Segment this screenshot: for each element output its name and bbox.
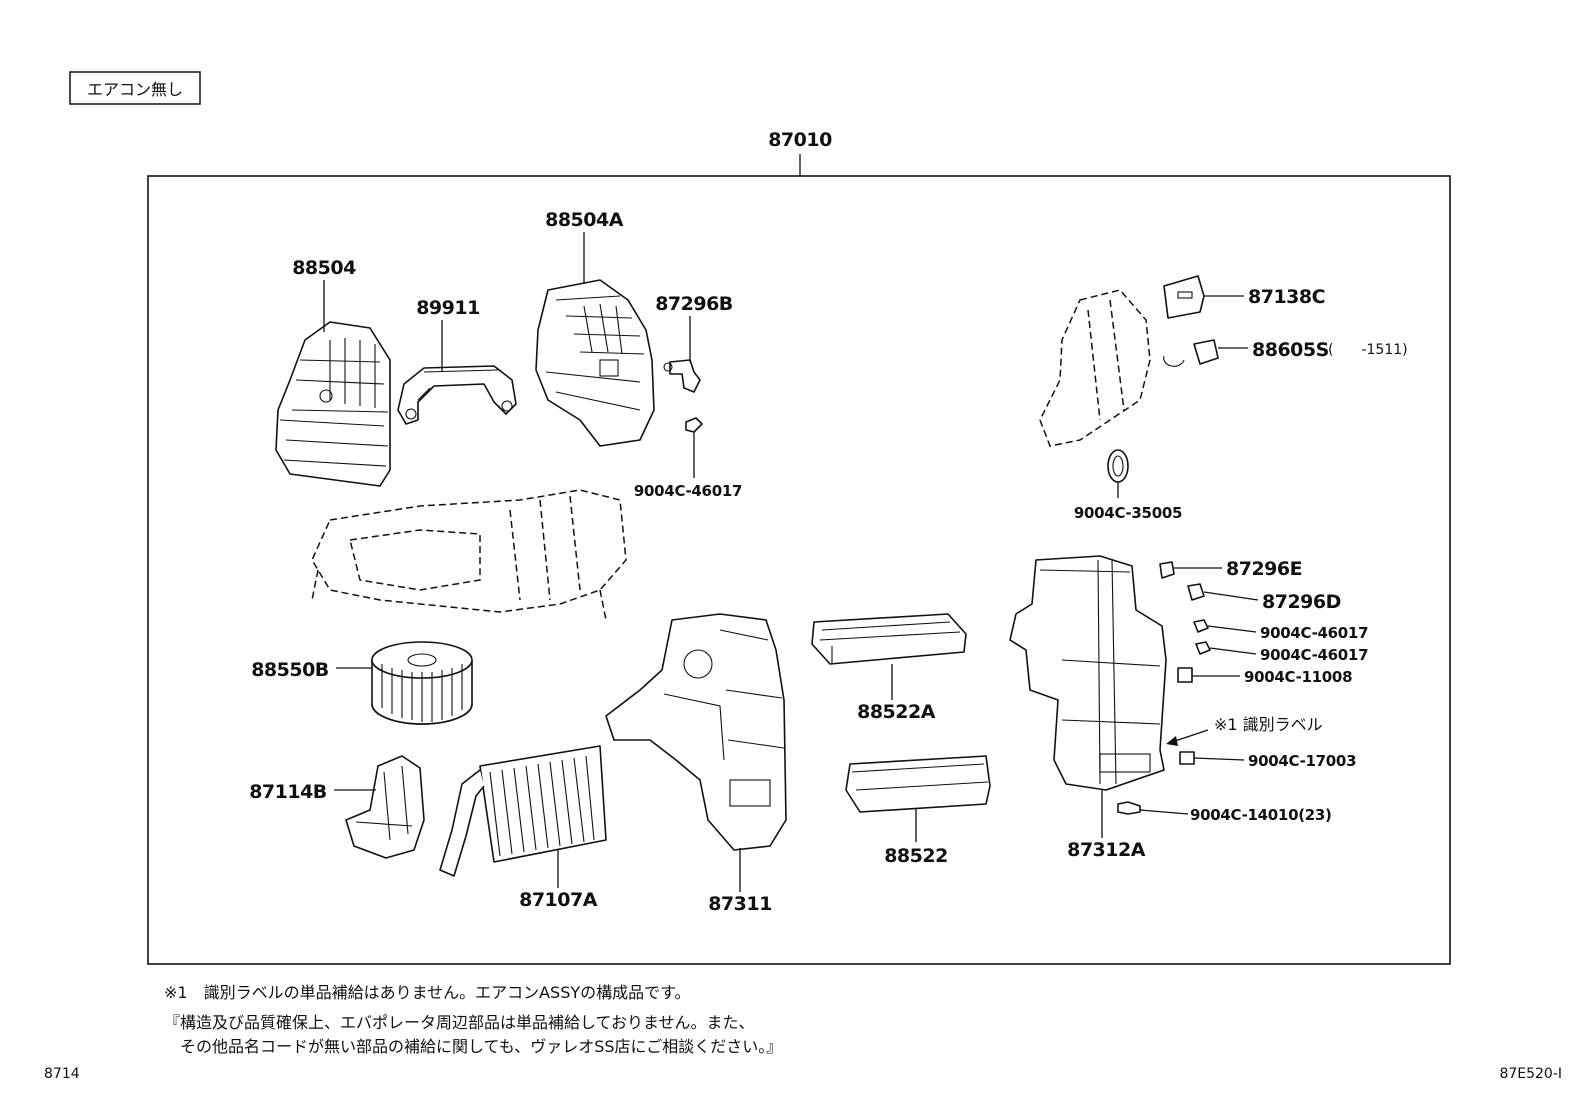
part-87138C[interactable]: 87138C: [1248, 286, 1326, 308]
duct-drawing: [345, 755, 425, 859]
heater-case-drawing: [605, 613, 787, 851]
clamp-drawing: [1163, 339, 1219, 367]
page-code: 8714: [44, 1066, 80, 1082]
variant-label-box: エアコン無し: [69, 71, 201, 105]
identification-label-callout: ※1 識別ラベル: [1214, 715, 1323, 734]
footnote-1: ※1 識別ラベルの単品補給はありません。エアコンASSYの構成品です。: [164, 983, 691, 1002]
figure-code: 87E520-I: [1499, 1066, 1562, 1082]
part-88504[interactable]: 88504: [292, 257, 356, 279]
filter-drawing: [845, 755, 991, 813]
upper-case-drawing: [535, 279, 655, 447]
assembly-number[interactable]: 87010: [768, 129, 832, 151]
clip-top-drawing: [685, 417, 703, 450]
part-9004C-46017-top[interactable]: 9004C-46017: [634, 482, 743, 500]
part-88522A[interactable]: 88522A: [857, 701, 936, 723]
evap-case-drawing: [1009, 555, 1167, 791]
part-88522[interactable]: 88522: [884, 845, 948, 867]
part-9004C-46017-b[interactable]: 9004C-46017: [1260, 646, 1369, 664]
footnote-2-line-1: 『構造及び品質確保上、エバポレータ周辺部品は単品補給しておりません。また、: [164, 1013, 755, 1032]
servo-b-drawing: [663, 359, 701, 393]
phantom-duct-drawing: [1039, 289, 1151, 447]
part-87296B[interactable]: 87296B: [655, 293, 733, 315]
blower-fan-drawing: [371, 641, 473, 725]
part-87114B[interactable]: 87114B: [249, 781, 327, 803]
part-88550B[interactable]: 88550B: [251, 659, 329, 681]
bracket-drawing: [397, 365, 517, 425]
part-87312A[interactable]: 87312A: [1067, 839, 1146, 861]
part-87311[interactable]: 87311: [708, 893, 772, 915]
heater-core-drawing: [439, 745, 607, 877]
footnote-2-line-2: その他品名コードが無い部品の補給に関しても、ヴァレオSS店にご相談ください。』: [164, 1037, 782, 1056]
part-9004C-14010[interactable]: 9004C-14010(23): [1190, 806, 1332, 824]
filter-a-drawing: [811, 613, 967, 665]
part-88504A[interactable]: 88504A: [545, 209, 624, 231]
grommet-drawing: [1107, 449, 1129, 483]
part-87296D[interactable]: 87296D: [1262, 591, 1341, 613]
connector-drawing: [1163, 275, 1205, 319]
leader-lines: [323, 232, 1259, 892]
part-9004C-11008[interactable]: 9004C-11008: [1244, 668, 1353, 686]
part-9004C-46017-a[interactable]: 9004C-46017: [1260, 624, 1369, 642]
fasteners-drawing: [1117, 561, 1211, 815]
variant-label: エアコン無し: [87, 80, 183, 99]
part-88605S-note: ( -1511): [1328, 342, 1408, 358]
part-87296E[interactable]: 87296E: [1226, 558, 1303, 580]
part-9004C-17003[interactable]: 9004C-17003: [1248, 752, 1357, 770]
lower-housing-drawing: [311, 489, 627, 621]
part-89911[interactable]: 89911: [416, 297, 480, 319]
part-87107A[interactable]: 87107A: [519, 889, 598, 911]
part-88605S[interactable]: 88605S: [1252, 339, 1329, 361]
part-9004C-35005[interactable]: 9004C-35005: [1074, 504, 1183, 522]
blower-case-drawing: [275, 321, 391, 487]
assembly-frame: [147, 175, 1451, 965]
